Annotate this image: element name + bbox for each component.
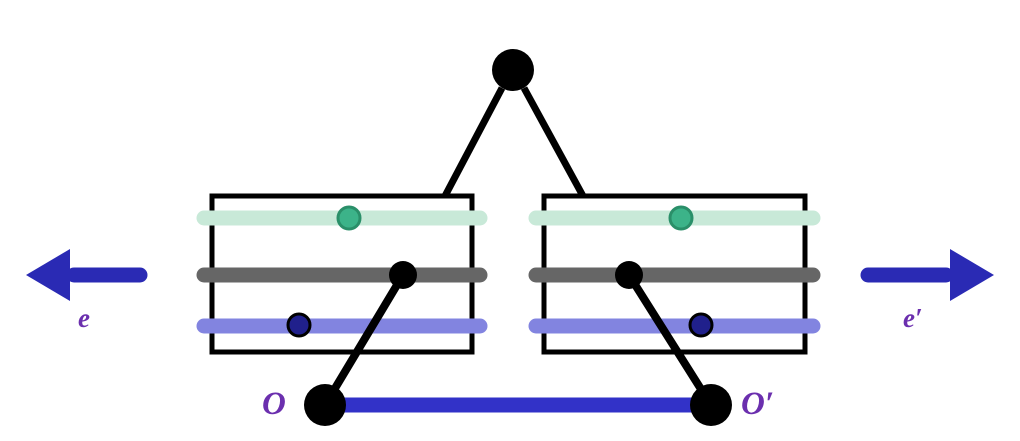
- left-arrow-head: [26, 249, 70, 301]
- left-navy-marker: [286, 312, 312, 338]
- right-arrow-head: [950, 249, 994, 301]
- edge-to-left-branch: [441, 86, 506, 198]
- observer-label-O: O: [262, 386, 286, 422]
- observer-node-O: [304, 384, 346, 426]
- left-worldline: [321, 271, 407, 409]
- right-navy-marker: [688, 312, 714, 338]
- edge-to-right-branch: [520, 86, 587, 198]
- observer-label-O-prime: O′: [741, 386, 775, 422]
- left-black-marker: [389, 261, 417, 289]
- right-green-marker: [668, 205, 694, 231]
- root-event-node: [492, 49, 534, 91]
- left-direction-arrow: [26, 249, 148, 301]
- right-arrow-label-e-prime: e′: [903, 303, 923, 333]
- left-arrow-label-e: e: [78, 303, 90, 333]
- observer-node-O-prime: [690, 384, 732, 426]
- right-worldline: [625, 271, 715, 409]
- right-branch: [528, 193, 821, 409]
- right-black-marker: [615, 261, 643, 289]
- right-direction-arrow: [860, 249, 994, 301]
- left-green-marker: [336, 205, 362, 231]
- apex-edges: [441, 86, 587, 198]
- left-branch: [196, 193, 488, 409]
